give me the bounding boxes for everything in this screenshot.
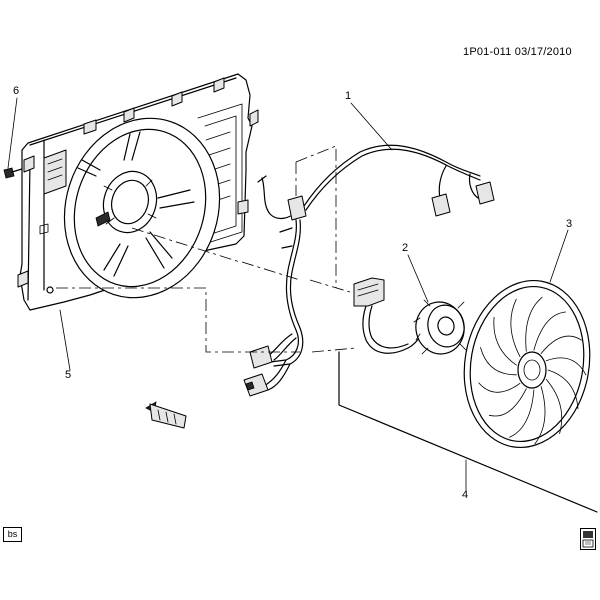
fan-blade-vane (534, 386, 546, 445)
centerlines (56, 145, 357, 353)
fan-blade-vane (545, 378, 563, 434)
fan-blade-vane (478, 382, 521, 393)
fan-blade-vane (480, 347, 517, 376)
callout-5: 5 (65, 369, 72, 381)
document-reference: 1P01-011 03/17/2010 (463, 46, 572, 58)
callout-6: 6 (13, 85, 20, 97)
fan-blade (463, 279, 591, 449)
fan-wiring-harness (243, 144, 495, 397)
front-arrow-icon (145, 401, 187, 429)
fan-blade-vane (540, 335, 582, 354)
shroud-bolt (3, 167, 23, 179)
fan-blade-vane (493, 316, 517, 366)
callout-1: 1 (345, 90, 352, 102)
callout-4: 4 (462, 489, 469, 501)
fan-blade-vane (525, 296, 543, 352)
fan-blade-vane (509, 389, 535, 438)
callout-3: 3 (566, 218, 573, 230)
corner-code: bs (3, 527, 22, 542)
assembly-bracket (338, 351, 598, 513)
fan-blade-vane (488, 388, 527, 417)
leader-lines (7, 97, 569, 491)
callout-2: 2 (402, 242, 409, 254)
parts-legend-icon (580, 528, 596, 550)
fan-blade-vane (510, 298, 521, 358)
fan-blade-vane (545, 357, 587, 376)
fan-blade-vane (547, 369, 579, 410)
fan-blade-vane (533, 311, 566, 351)
fan-shroud (17, 73, 259, 311)
fan-motor (353, 277, 467, 355)
